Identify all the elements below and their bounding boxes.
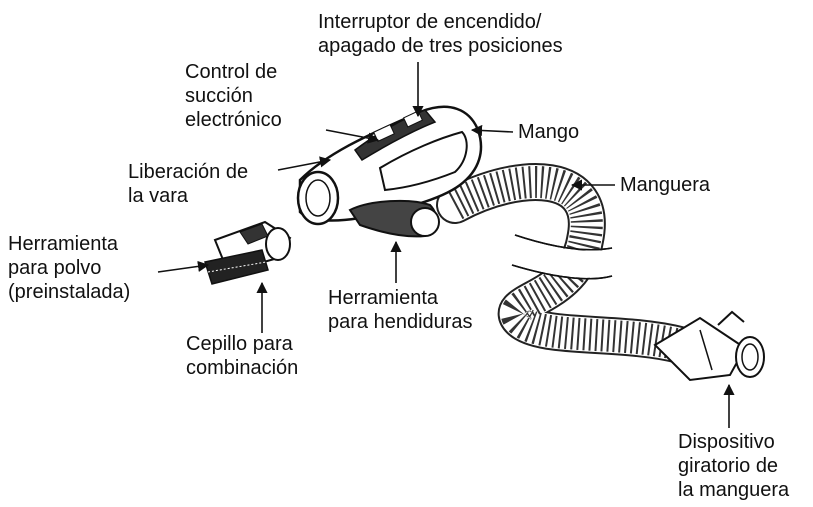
label-hose-swivel: Dispositivo giratorio de la manguera xyxy=(678,431,790,501)
callout-release xyxy=(277,156,332,171)
label-handle: Mango xyxy=(518,121,580,143)
hose-strap xyxy=(511,234,613,280)
label-suction-control: Control de succión electrónico xyxy=(185,61,282,131)
callout-dust-tool xyxy=(157,260,210,273)
dust-tool xyxy=(204,220,292,285)
callout-suction xyxy=(325,129,380,144)
hose-swivel-cuff xyxy=(653,310,765,382)
label-combination-brush: Cepillo para combinación xyxy=(186,333,299,379)
label-hose: Manguera xyxy=(620,174,711,196)
hose xyxy=(436,163,699,364)
label-crevice-tool: Herramienta para hendiduras xyxy=(328,287,473,333)
label-dust-tool: Herramienta para polvo (preinstalada) xyxy=(8,233,131,303)
handle-body xyxy=(296,105,483,238)
callout-lines xyxy=(157,62,735,428)
label-wand-release: Liberación de la vara xyxy=(128,161,249,207)
callout-handle xyxy=(470,124,514,137)
label-power-switch: Interruptor de encendido/ apagado de tre… xyxy=(318,11,563,57)
